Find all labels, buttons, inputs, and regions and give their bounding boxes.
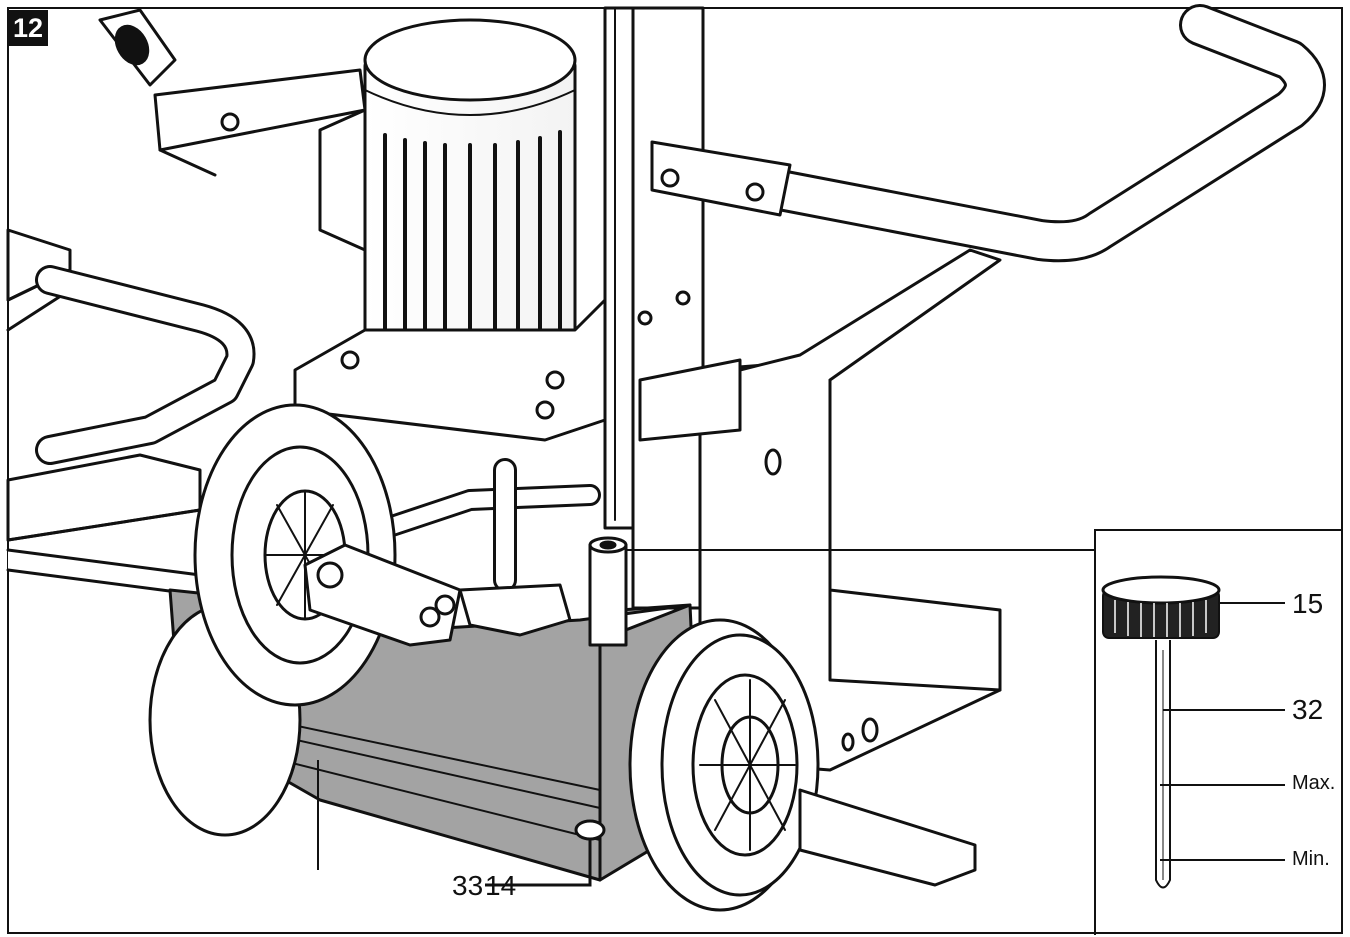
handle-bracket [650,140,792,217]
dipstick-inset [626,529,1342,935]
axle-arm [303,543,462,647]
drain-plug [574,819,606,841]
figure-number: 12 [8,10,48,46]
right-wheel [628,618,820,912]
dipstick-port [588,536,628,647]
electric-motor [293,18,607,442]
pump-plate [458,583,572,637]
leader-14 [485,840,592,887]
dipstick-cap [1101,575,1221,639]
callout-14: 14 [485,870,517,901]
callout-max: Max. [1292,772,1336,794]
callout-33: 33 [452,870,484,901]
column [603,6,705,610]
lever-arm [98,8,367,177]
foot-plate [798,788,977,887]
callout-32: 32 [1292,694,1324,725]
callout-min: Min. [1292,848,1330,870]
right-handle-arm [738,248,1002,382]
left-table [6,228,202,597]
callout-15: 15 [1292,588,1324,619]
